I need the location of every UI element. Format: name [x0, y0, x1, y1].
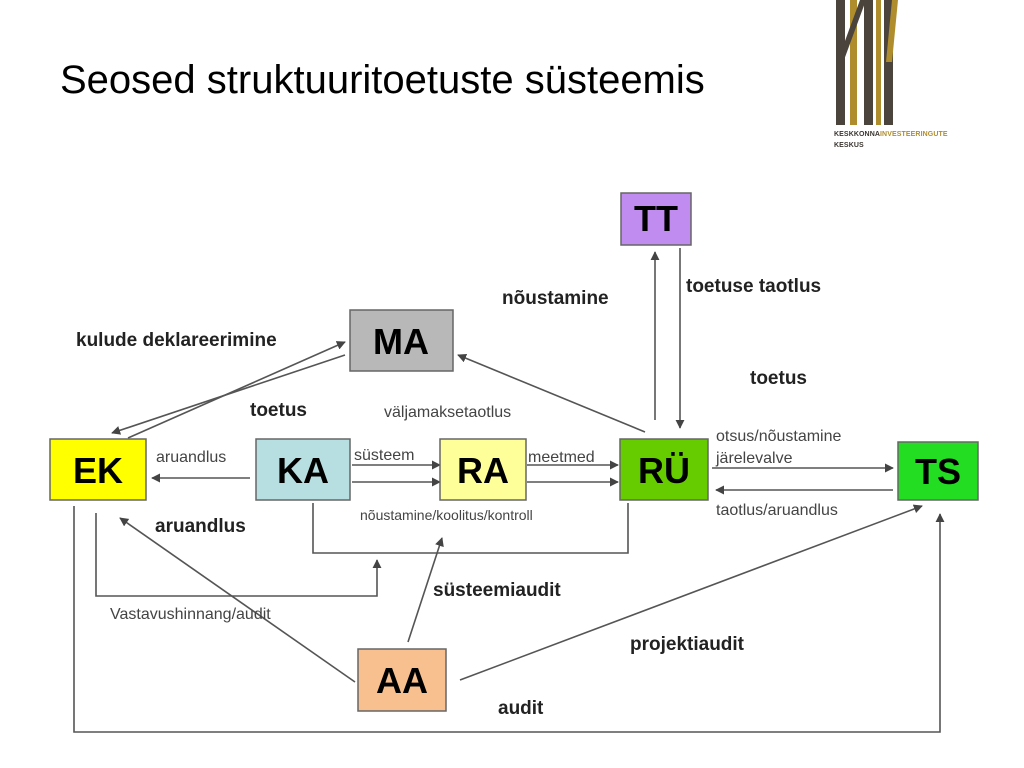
- label-meetmed: meetmed: [528, 449, 595, 466]
- node-tt: TT: [620, 192, 692, 246]
- node-ts: TS: [897, 441, 979, 501]
- node-tt-label: TT: [634, 198, 678, 239]
- node-ra-label: RA: [457, 450, 509, 491]
- edge-aa-ts: [459, 504, 923, 681]
- label-susteem: süsteem: [354, 447, 414, 464]
- label-kulude-deklareerimine: kulude deklareerimine: [76, 330, 277, 351]
- label-audit: audit: [498, 698, 544, 719]
- label-vastavushinnang: Vastavushinnang/audit: [110, 606, 271, 623]
- label-jarelevalve: järelevalve: [715, 450, 793, 467]
- edge-aa-ek: [119, 517, 356, 683]
- edge-ru-ma: [457, 353, 646, 433]
- logo-caption-line1: KESKKONNAINVESTEERINGUTE: [834, 131, 948, 138]
- label-valjamaksetaotlus: väljamaksetaotlus: [384, 404, 511, 421]
- node-ek-label: EK: [73, 450, 123, 491]
- edge-ka-ru-bracket: [312, 503, 629, 554]
- label-aruandlus-aa: aruandlus: [155, 516, 246, 537]
- node-ka-label: KA: [277, 450, 329, 491]
- edge-ek-vastavus: [95, 513, 382, 597]
- label-taotlus-aruandlus: taotlus/aruandlus: [716, 502, 838, 519]
- label-otsus-noustamine: otsus/nõustamine: [716, 428, 842, 445]
- label-toetus-ts: toetus: [750, 368, 807, 389]
- node-ru-label: RÜ: [638, 450, 690, 491]
- label-projektiaudit: projektiaudit: [630, 634, 745, 655]
- edge-ek-ts-bottom: [73, 506, 945, 733]
- label-toetus-ma: toetus: [250, 400, 307, 421]
- node-ru: RÜ: [619, 438, 709, 501]
- logo-caption-line2: KESKUS: [834, 142, 864, 149]
- label-noustamine-koolitus: nõustamine/koolitus/kontroll: [360, 507, 533, 523]
- edge-ma-ek: [111, 354, 346, 435]
- node-ma-label: MA: [373, 321, 429, 362]
- node-aa-label: AA: [376, 660, 428, 701]
- label-noustamine: nõustamine: [502, 288, 609, 309]
- page-title: Seosed struktuuritoetuste süsteemis: [60, 58, 705, 102]
- edge-ek-ma: [127, 341, 346, 439]
- label-aruandlus-ka: aruandlus: [156, 449, 226, 466]
- node-ka: KA: [255, 438, 351, 501]
- label-susteemiaudit: süsteemiaudit: [433, 580, 561, 601]
- node-ek: EK: [49, 438, 147, 501]
- label-toetuse-taotlus: toetuse taotlus: [686, 276, 821, 297]
- node-ts-label: TS: [915, 451, 961, 492]
- kik-logo: KESKKONNAINVESTEERINGUTE KESKUS: [826, 0, 976, 160]
- node-aa: AA: [357, 648, 447, 712]
- edge-aa-susteemiaudit: [407, 537, 444, 643]
- node-ra: RA: [439, 438, 527, 501]
- node-ma: MA: [349, 309, 454, 372]
- kik-logo-mark: [836, 0, 898, 125]
